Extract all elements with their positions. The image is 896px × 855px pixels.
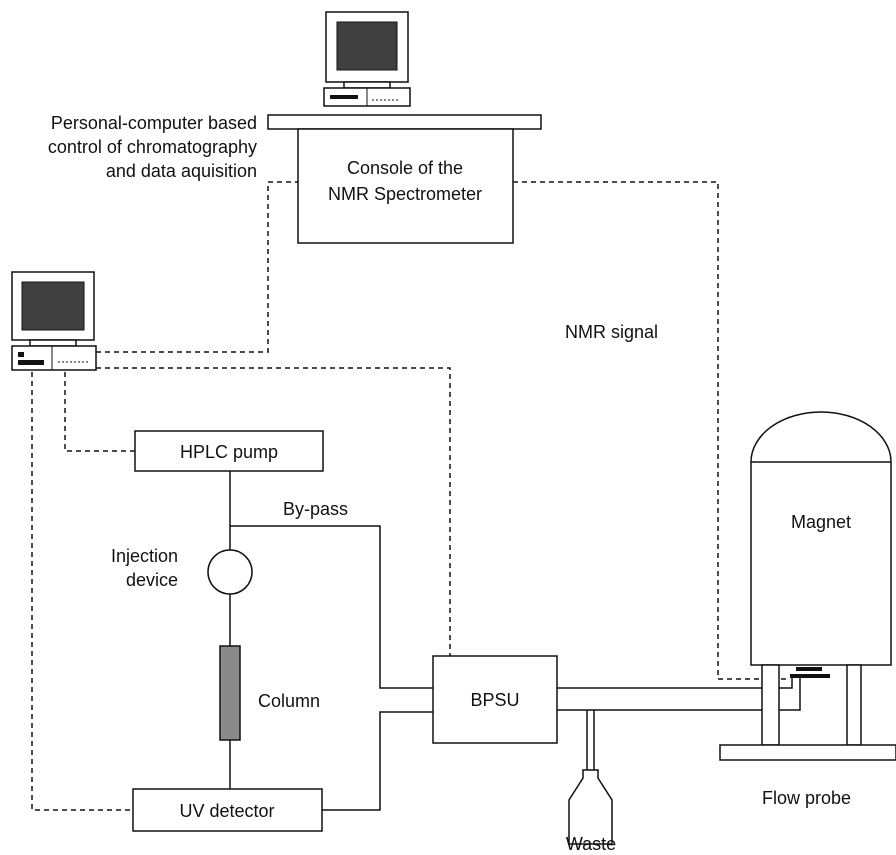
pc-control-label-line3: and data aquisition: [106, 161, 257, 181]
pc-to-hplc-dashed: [64, 372, 135, 452]
nmr-console-box: [297, 128, 514, 244]
magnet-base: [719, 744, 896, 761]
waste-bottle-icon: [568, 769, 613, 845]
console-label-line1: Console of the: [347, 158, 463, 178]
console-label-line2: NMR Spectrometer: [328, 184, 482, 204]
magnet-body: [750, 411, 892, 666]
bypass-label: By-pass: [283, 499, 348, 519]
magnet-leg-left: [761, 664, 780, 746]
hplc-pump-label: HPLC pump: [180, 442, 278, 462]
console-shelf: [267, 114, 542, 130]
flow-probe-icon: [796, 667, 822, 671]
bpsu-box: [432, 655, 558, 744]
magnet-label: Magnet: [791, 512, 851, 532]
flow-probe-label: Flow probe: [762, 788, 851, 808]
bpsu-label: BPSU: [470, 690, 519, 710]
pc-to-console-dashed: [96, 181, 298, 353]
injection-label-line1: Injection: [111, 546, 178, 566]
console-to-magnet-dashed: [513, 181, 790, 680]
hplc-pump-box: [134, 430, 324, 472]
magnet-leg-right: [846, 664, 862, 746]
nmr-signal-label: NMR signal: [565, 322, 658, 342]
transfer-line-lower: [557, 674, 801, 711]
injection-device-icon: [207, 549, 253, 595]
pc-control-label-line1: Personal-computer based: [51, 113, 257, 133]
desktop-computer-icon: [323, 11, 411, 107]
uv-to-bpsu-line: [322, 711, 433, 811]
waste-label: Waste: [566, 834, 616, 854]
injection-label-line2: device: [126, 570, 178, 590]
pc-to-uv-dashed: [31, 372, 133, 811]
pc-control-label-line2: control of chromatography: [48, 137, 257, 157]
transfer-line-upper-probe: [779, 674, 793, 689]
column-icon: [219, 645, 241, 741]
bypass-line: [230, 525, 433, 689]
pc-to-bpsu-dashed: [96, 367, 451, 656]
column-label: Column: [258, 691, 320, 711]
desktop-computer-icon: [11, 271, 97, 371]
uv-detector-label: UV detector: [179, 801, 274, 821]
